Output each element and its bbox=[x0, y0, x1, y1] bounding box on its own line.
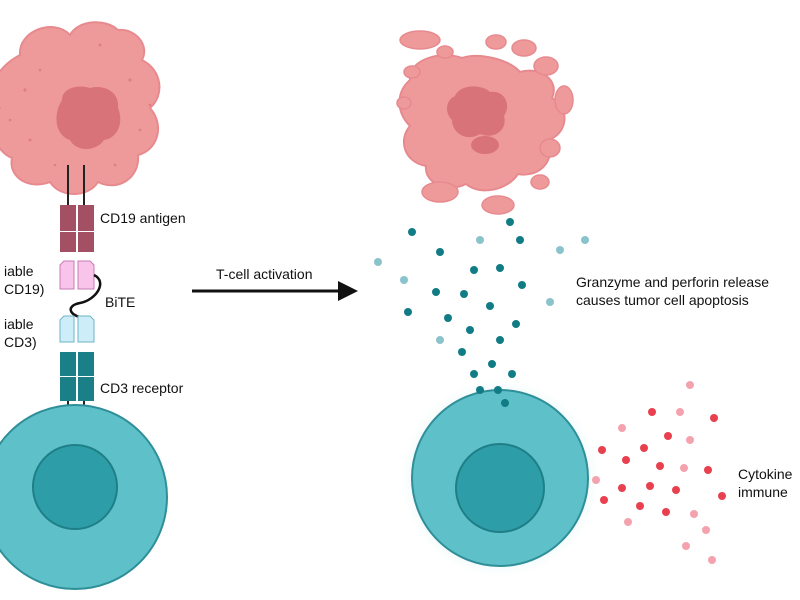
cytokine-particle bbox=[704, 466, 712, 474]
cytokine-particle bbox=[636, 502, 644, 510]
granzyme-granule bbox=[400, 276, 408, 284]
granzyme-granule bbox=[432, 288, 440, 296]
cytokine-particle bbox=[598, 446, 606, 454]
cytokine-particle bbox=[686, 436, 694, 444]
tumor-cell-icon bbox=[0, 21, 161, 195]
cytokine-particle bbox=[648, 408, 656, 416]
cytokine-particle bbox=[664, 432, 672, 440]
granzyme-granule bbox=[501, 399, 509, 407]
granzyme-granule bbox=[516, 236, 524, 244]
granzyme-granule bbox=[546, 298, 554, 306]
cytokine-particle bbox=[640, 444, 648, 452]
granzyme-granule bbox=[496, 264, 504, 272]
cytokine-label-line1: Cytokine bbox=[738, 466, 793, 482]
cytokine-particle bbox=[702, 526, 710, 534]
cd19-antigen bbox=[60, 165, 94, 252]
granzyme-granule bbox=[470, 266, 478, 274]
granzyme-granule bbox=[436, 336, 444, 344]
cytokine-particle bbox=[646, 482, 654, 490]
cytokine-particle bbox=[600, 496, 608, 504]
granzyme-granule bbox=[486, 302, 494, 310]
granzyme-granule bbox=[374, 258, 382, 266]
arrow-right-icon bbox=[192, 281, 358, 301]
cytokine-particle bbox=[708, 556, 716, 564]
granzyme-label-line1: Granzyme and perforin release bbox=[576, 274, 769, 290]
granzyme-granule bbox=[488, 360, 496, 368]
cd3-receptor-label: CD3 receptor bbox=[100, 380, 184, 396]
cytokine-particle bbox=[680, 464, 688, 472]
cytokine-particle bbox=[718, 492, 726, 500]
granzyme-granule bbox=[476, 236, 484, 244]
t-cell-icon bbox=[0, 404, 168, 590]
cytokine-particle bbox=[622, 456, 630, 464]
granzyme-granule bbox=[581, 236, 589, 244]
granzyme-label-line2: causes tumor cell apoptosis bbox=[576, 292, 749, 308]
cytokine-particles bbox=[592, 381, 726, 564]
granzyme-granule bbox=[460, 290, 468, 298]
bite-label: BiTE bbox=[105, 294, 136, 310]
granzyme-granule bbox=[408, 228, 416, 236]
apoptotic-tumor-cell-icon bbox=[396, 30, 574, 215]
cd19-antigen-label: CD19 antigen bbox=[100, 210, 186, 226]
granzyme-granule bbox=[518, 281, 526, 289]
granzyme-granule bbox=[506, 218, 514, 226]
variable-cd19-label-line1: iable bbox=[4, 263, 34, 279]
cytokine-particle bbox=[676, 408, 684, 416]
granzyme-granule bbox=[444, 314, 452, 322]
cytokine-particle bbox=[656, 462, 664, 470]
tumor-nucleus bbox=[56, 86, 121, 149]
granzyme-perforin-granules bbox=[374, 218, 589, 407]
cytokine-particle bbox=[690, 510, 698, 518]
variable-cd3-label-line1: iable bbox=[4, 316, 34, 332]
granzyme-granule bbox=[466, 326, 474, 334]
granzyme-granule bbox=[496, 336, 504, 344]
cytokine-label-line2: immune bbox=[738, 484, 788, 500]
cytokine-particle bbox=[672, 486, 680, 494]
cytokine-particle bbox=[662, 508, 670, 516]
granzyme-granule bbox=[512, 320, 520, 328]
activated-t-cell-icon bbox=[398, 376, 602, 580]
variable-cd19-label-line2: CD19) bbox=[4, 281, 45, 297]
cytokine-particle bbox=[686, 381, 694, 389]
variable-cd3-label-line2: CD3) bbox=[4, 334, 37, 350]
granzyme-granule bbox=[556, 246, 564, 254]
cytokine-particle bbox=[592, 476, 600, 484]
bite-molecule bbox=[59, 260, 102, 343]
t-cell-activation-label: T-cell activation bbox=[216, 266, 313, 282]
granzyme-granule bbox=[494, 386, 502, 394]
granzyme-granule bbox=[436, 248, 444, 256]
granzyme-granule bbox=[508, 370, 516, 378]
granzyme-granule bbox=[470, 370, 478, 378]
cytokine-particle bbox=[682, 542, 690, 550]
granzyme-granule bbox=[458, 348, 466, 356]
cytokine-particle bbox=[618, 424, 626, 432]
granzyme-granule bbox=[404, 308, 412, 316]
cytokine-particle bbox=[710, 414, 718, 422]
cytokine-particle bbox=[618, 484, 626, 492]
granzyme-granule bbox=[476, 386, 484, 394]
cytokine-particle bbox=[624, 518, 632, 526]
